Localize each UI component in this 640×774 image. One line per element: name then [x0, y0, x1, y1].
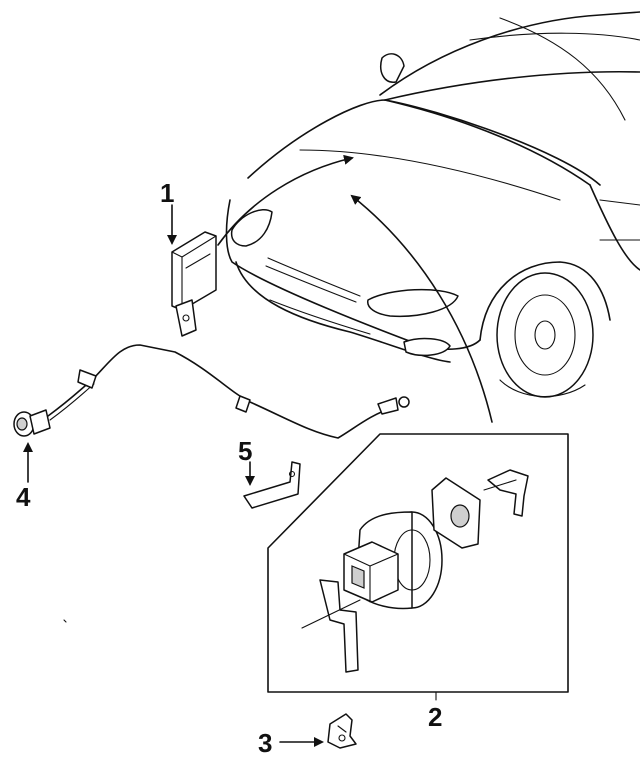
- control-cable-part: [47, 344, 410, 439]
- control-module-part: [171, 231, 217, 337]
- locator-arrow-actuator: [350, 194, 493, 423]
- cable-knob-part: [13, 409, 51, 437]
- actuator-assembly-part: [301, 469, 529, 673]
- callout-2-label: 2: [428, 702, 442, 732]
- locator-arrow-module: [217, 154, 354, 246]
- car-front-illustration: [225, 11, 640, 398]
- clip-part: [327, 713, 357, 749]
- actuator-assembly-frame: [267, 433, 569, 693]
- callout-5-label: 5: [238, 436, 252, 466]
- callout-1-label: 1: [160, 178, 174, 208]
- callout-4-label: 4: [16, 482, 31, 512]
- callout-3-label: 3: [258, 728, 272, 758]
- bracket-part: [243, 461, 301, 509]
- scan-speck: [63, 619, 67, 623]
